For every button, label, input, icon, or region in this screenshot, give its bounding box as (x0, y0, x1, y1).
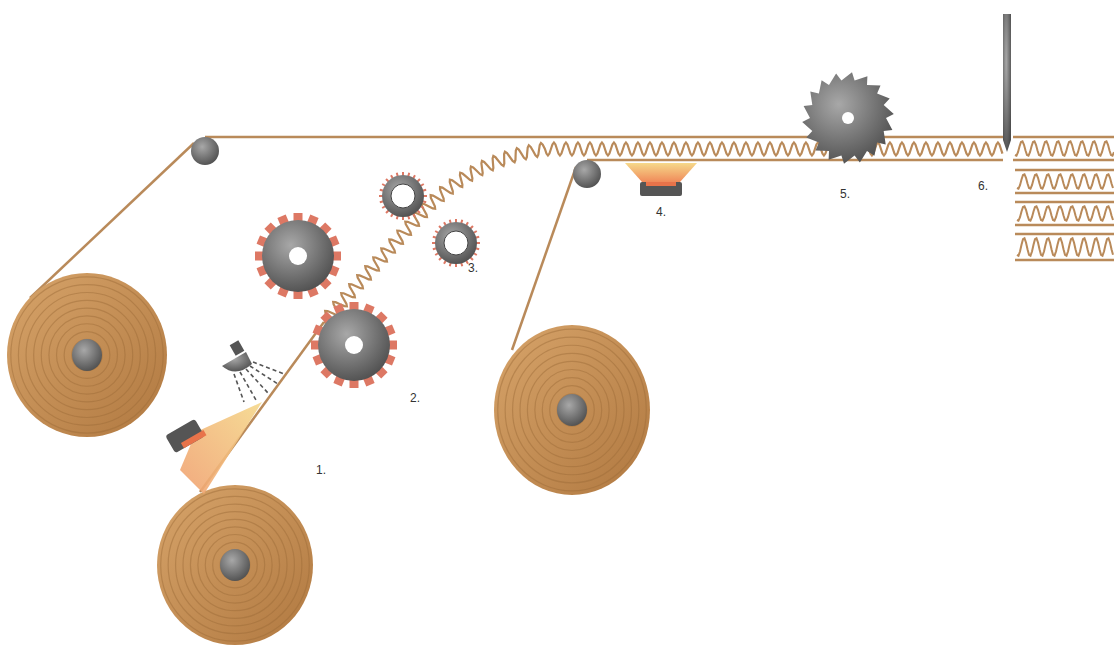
fluted-medium (324, 143, 1002, 325)
corrugating-rollers (255, 72, 894, 388)
callout-number: 2. (410, 392, 420, 404)
callout-number: 4. (656, 206, 666, 218)
callout-number: 5. (840, 188, 850, 200)
roller (379, 172, 427, 220)
steam-sprayer (222, 340, 284, 402)
paper-rolls (7, 273, 650, 645)
callout-number: 1. (316, 464, 326, 476)
glue-applicator (165, 402, 262, 494)
cut-boards (1015, 141, 1114, 260)
roller (311, 302, 397, 388)
paper-roll (7, 273, 167, 437)
fluted-medium (324, 143, 1002, 325)
heating-plate (625, 163, 697, 196)
roller (432, 219, 480, 267)
callout-number: 6. (978, 180, 988, 192)
callout-number: 3. (468, 262, 478, 274)
cutting-knife (1003, 14, 1011, 152)
paper-roll (494, 325, 650, 495)
paper-roll (157, 485, 313, 645)
guide-pulley (573, 160, 601, 188)
roller (255, 213, 341, 299)
guide-pulley (191, 137, 219, 165)
circular-saw (802, 72, 894, 164)
